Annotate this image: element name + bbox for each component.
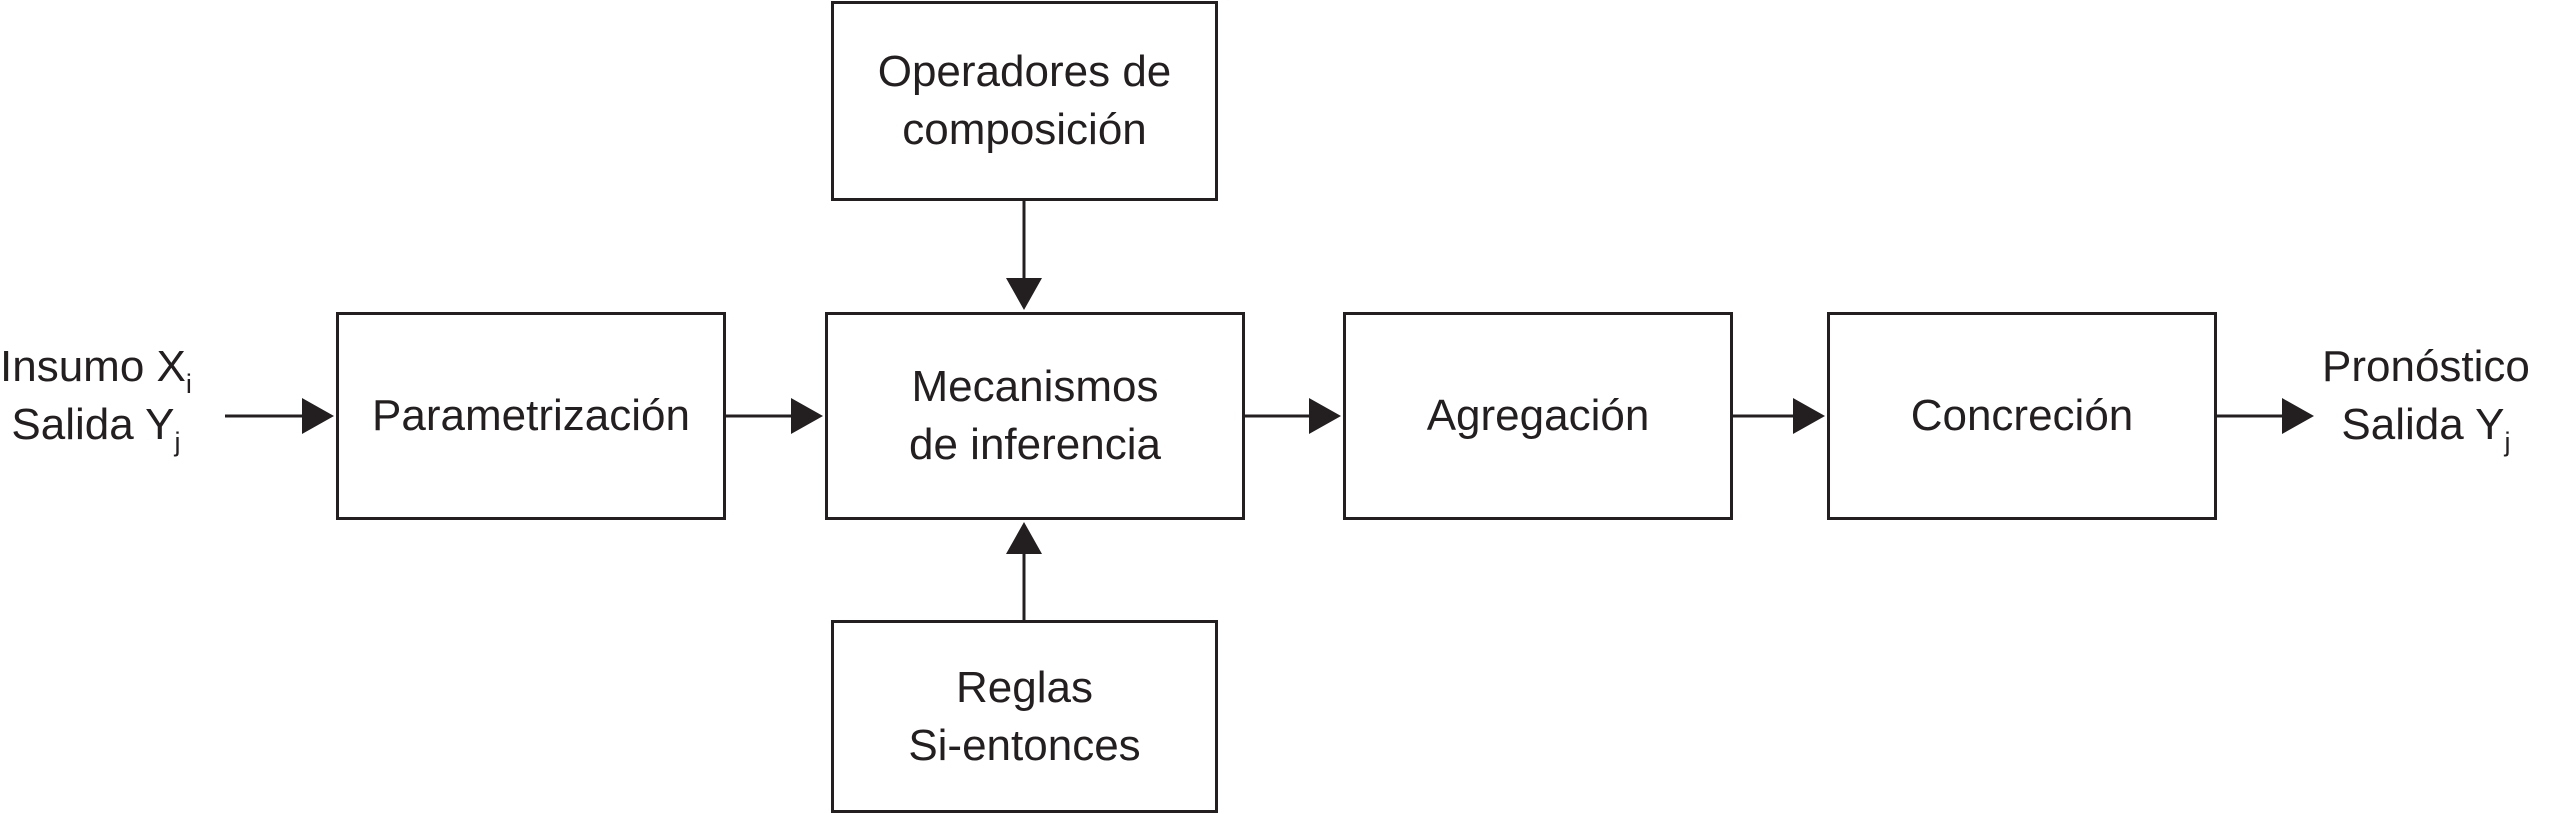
arrowhead-parametrizacion	[302, 398, 334, 434]
box-agregacion: Agregación	[1343, 312, 1733, 520]
box-reglas-line-2: Si-entonces	[908, 720, 1141, 770]
arrowhead-mecanismos-left	[791, 398, 823, 434]
box-concrecion: Concreción	[1827, 312, 2217, 520]
input-line-1: Insumo Xi	[0, 338, 192, 399]
box-reglas-line-1: Reglas	[956, 662, 1093, 712]
input-line-2-text: Salida Y	[11, 400, 175, 449]
output-line-1: Pronóstico	[2322, 342, 2530, 391]
arrowhead-mecanismos-top	[1006, 278, 1042, 310]
input-line-1-text: Insumo X	[0, 342, 186, 391]
arrowhead-mecanismos-bottom	[1006, 522, 1042, 554]
box-parametrizacion-label: Parametrización	[372, 391, 690, 440]
box-agregacion-label: Agregación	[1426, 391, 1650, 440]
output-line-2-subscript: j	[2504, 427, 2511, 457]
output-line-2: Salida Yj	[2322, 396, 2530, 457]
box-concrecion-label: Concreción	[1910, 391, 2134, 440]
box-mecanismos-line-1: Mecanismos	[911, 362, 1159, 411]
box-parametrizacion: Parametrización	[336, 312, 726, 520]
input-line-2: Salida Yj	[0, 396, 192, 457]
output-label: Pronóstico Salida Yj	[2322, 338, 2530, 457]
box-operadores-line-2: composición	[902, 105, 1147, 154]
output-line-2-text: Salida Y	[2341, 400, 2505, 449]
arrowhead-output	[2282, 398, 2314, 434]
arrowhead-agregacion	[1309, 398, 1341, 434]
box-reglas-si-entonces: Reglas Si-entonces	[831, 620, 1218, 813]
box-mecanismos-de-inferencia: Mecanismos de inferencia	[825, 312, 1245, 520]
input-line-1-subscript: i	[185, 369, 192, 399]
input-label: Insumo Xi Salida Yj	[0, 338, 192, 457]
arrowhead-concrecion	[1793, 398, 1825, 434]
box-mecanismos-line-2: de inferencia	[909, 420, 1161, 469]
box-operadores-line-1: Operadores de	[877, 47, 1172, 96]
input-line-2-subscript: j	[174, 427, 181, 457]
box-operadores-de-composicion: Operadores de composición	[831, 1, 1218, 201]
